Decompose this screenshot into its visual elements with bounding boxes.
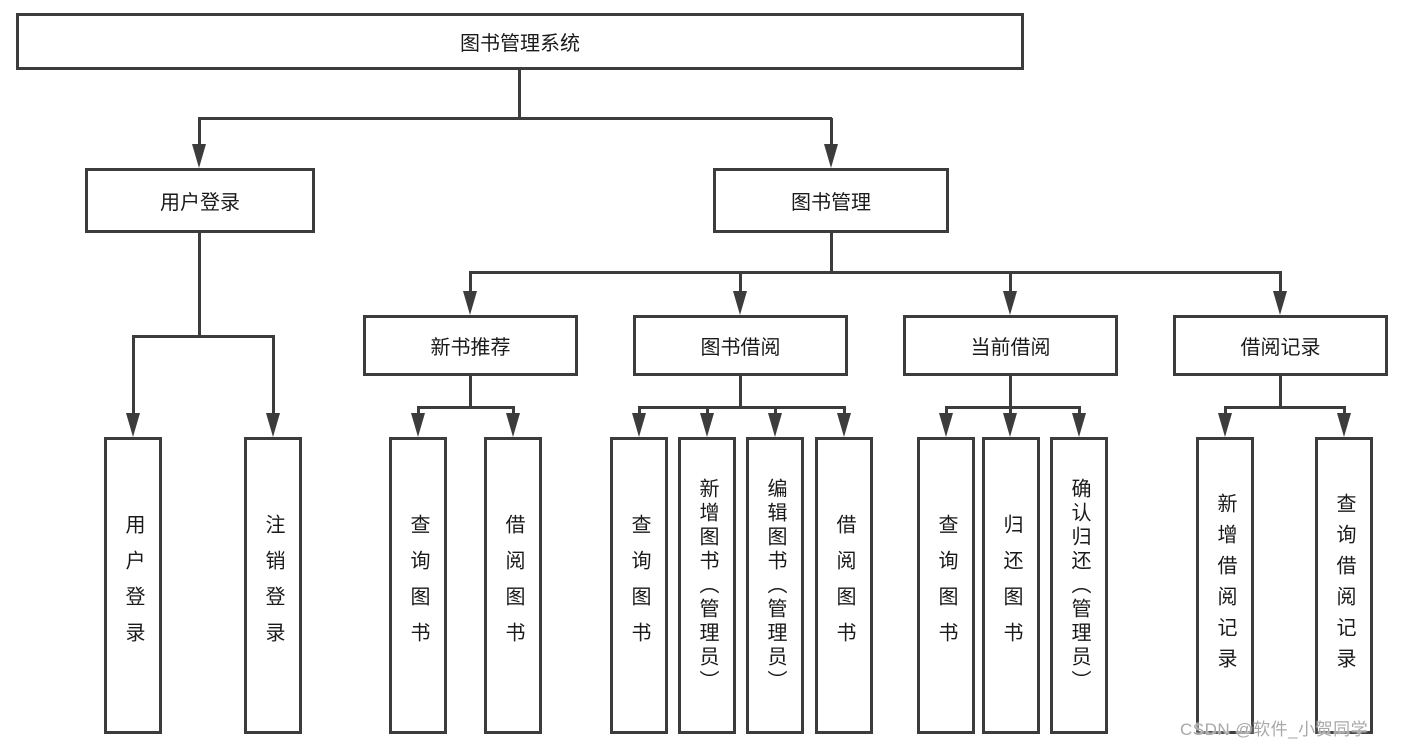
node-label: 图书管理 (791, 192, 871, 214)
node-label: 用户登录 (160, 192, 240, 214)
node-library-management-system: 图书管理系统 (16, 13, 1024, 70)
node-label: 查询图书 (628, 513, 650, 658)
leaf-logout: 注销登录 (244, 437, 302, 734)
arrow-down-icon (1003, 291, 1017, 315)
csdn-watermark: CSDN @软件_小贺同学 (1180, 720, 1369, 739)
node-label: 新增借阅记录 (1214, 492, 1236, 679)
arrow-down-icon (1218, 413, 1232, 437)
leaf-nb-borrow-books: 借阅图书 (484, 437, 542, 734)
arrow-down-icon (939, 413, 953, 437)
node-current-borrowing: 当前借阅 (903, 315, 1118, 376)
leaf-nb-query-books: 查询图书 (389, 437, 447, 734)
connector-drop-cb-confirm (1078, 407, 1081, 416)
node-label: 查询图书 (407, 513, 429, 658)
node-label: 借阅图书 (833, 513, 855, 658)
connector-currentborrow-trunk (1009, 376, 1012, 408)
connector-userlogin-crossbar (132, 335, 275, 338)
arrow-down-icon (506, 413, 520, 437)
node-label: 借阅图书 (502, 513, 524, 658)
node-label: 图书借阅 (700, 337, 781, 359)
arrow-down-icon (632, 413, 646, 437)
connector-bookborrow-trunk (739, 376, 742, 408)
connector-borrowrecords-trunk (1279, 376, 1282, 408)
node-borrowing-records: 借阅记录 (1173, 315, 1388, 376)
leaf-bb-edit-books-admin: 编辑图书（管理员） (746, 437, 804, 734)
leaf-br-add-record: 新增借阅记录 (1196, 437, 1254, 734)
connector-userlogin-trunk (198, 233, 201, 337)
arrow-down-icon (266, 413, 280, 437)
leaf-br-query-record: 查询借阅记录 (1315, 437, 1373, 734)
node-label: 用户登录 (122, 513, 144, 658)
connector-drop-book-management (830, 118, 833, 148)
leaf-user-login: 用户登录 (104, 437, 162, 734)
node-book-borrowing: 图书借阅 (633, 315, 848, 376)
leaf-bb-add-books-admin: 新增图书（管理员） (678, 437, 736, 734)
connector-drop-current-borrowing (1009, 272, 1012, 294)
leaf-cb-query-books: 查询图书 (917, 437, 975, 734)
connector-drop-br-query (1343, 407, 1346, 416)
leaf-cb-confirm-return-admin: 确认归还（管理员） (1050, 437, 1108, 734)
connector-drop-cb-query (945, 407, 948, 416)
connector-newbook-crossbar (417, 406, 515, 409)
connector-borrowrecords-crossbar (1224, 406, 1346, 409)
node-label: 图书管理系统 (460, 33, 580, 55)
node-label: 确认归还（管理员） (1068, 477, 1090, 694)
connector-currentborrow-crossbar (945, 406, 1081, 409)
node-new-book-recommendation: 新书推荐 (363, 315, 578, 376)
arrow-down-icon (463, 291, 477, 315)
connector-bookmgmt-trunk (830, 233, 833, 273)
connector-root-crossbar (198, 117, 832, 120)
connector-newbook-trunk (469, 376, 472, 408)
arrow-down-icon (192, 144, 206, 168)
arrow-down-icon (824, 144, 838, 168)
node-label: 归还图书 (1000, 513, 1022, 658)
node-label: 当前借阅 (970, 337, 1051, 359)
node-book-management: 图书管理 (713, 168, 949, 233)
connector-bookmgmt-crossbar (469, 271, 1282, 274)
connector-drop-user-login (198, 118, 201, 148)
connector-root-trunk (518, 69, 521, 119)
node-label: 查询图书 (935, 513, 957, 658)
connector-drop-bb-edit (774, 407, 777, 416)
connector-drop-bb-query (638, 407, 641, 416)
leaf-cb-return-books: 归还图书 (982, 437, 1040, 734)
connector-drop-new-book (469, 272, 472, 294)
node-label: 借阅记录 (1240, 337, 1321, 359)
arrow-down-icon (1072, 413, 1086, 437)
arrow-down-icon (733, 291, 747, 315)
node-label: 注销登录 (262, 513, 284, 658)
arrow-down-icon (1273, 291, 1287, 315)
connector-drop-borrowing-records (1279, 272, 1282, 294)
node-label: 编辑图书（管理员） (764, 477, 786, 694)
connector-drop-book-borrowing (739, 272, 742, 294)
leaf-bb-query-books: 查询图书 (610, 437, 668, 734)
arrow-down-icon (126, 413, 140, 437)
connector-drop-bb-add (706, 407, 709, 416)
connector-drop-nb-query (417, 407, 420, 416)
connector-drop-leaf-user-login (132, 336, 135, 416)
connector-drop-leaf-logout (272, 336, 275, 416)
leaf-bb-borrow-books: 借阅图书 (815, 437, 873, 734)
node-label: 新书推荐 (430, 337, 511, 359)
connector-drop-cb-return (1009, 407, 1012, 416)
arrow-down-icon (1003, 413, 1017, 437)
node-label: 新增图书（管理员） (696, 477, 718, 694)
node-user-login: 用户登录 (85, 168, 315, 233)
arrow-down-icon (837, 413, 851, 437)
arrow-down-icon (768, 413, 782, 437)
node-label: 查询借阅记录 (1333, 492, 1355, 679)
arrow-down-icon (700, 413, 714, 437)
connector-bookborrow-crossbar (638, 406, 846, 409)
arrow-down-icon (411, 413, 425, 437)
arrow-down-icon (1337, 413, 1351, 437)
connector-drop-nb-borrow (512, 407, 515, 416)
connector-drop-bb-borrow (843, 407, 846, 416)
connector-drop-br-add (1224, 407, 1227, 416)
